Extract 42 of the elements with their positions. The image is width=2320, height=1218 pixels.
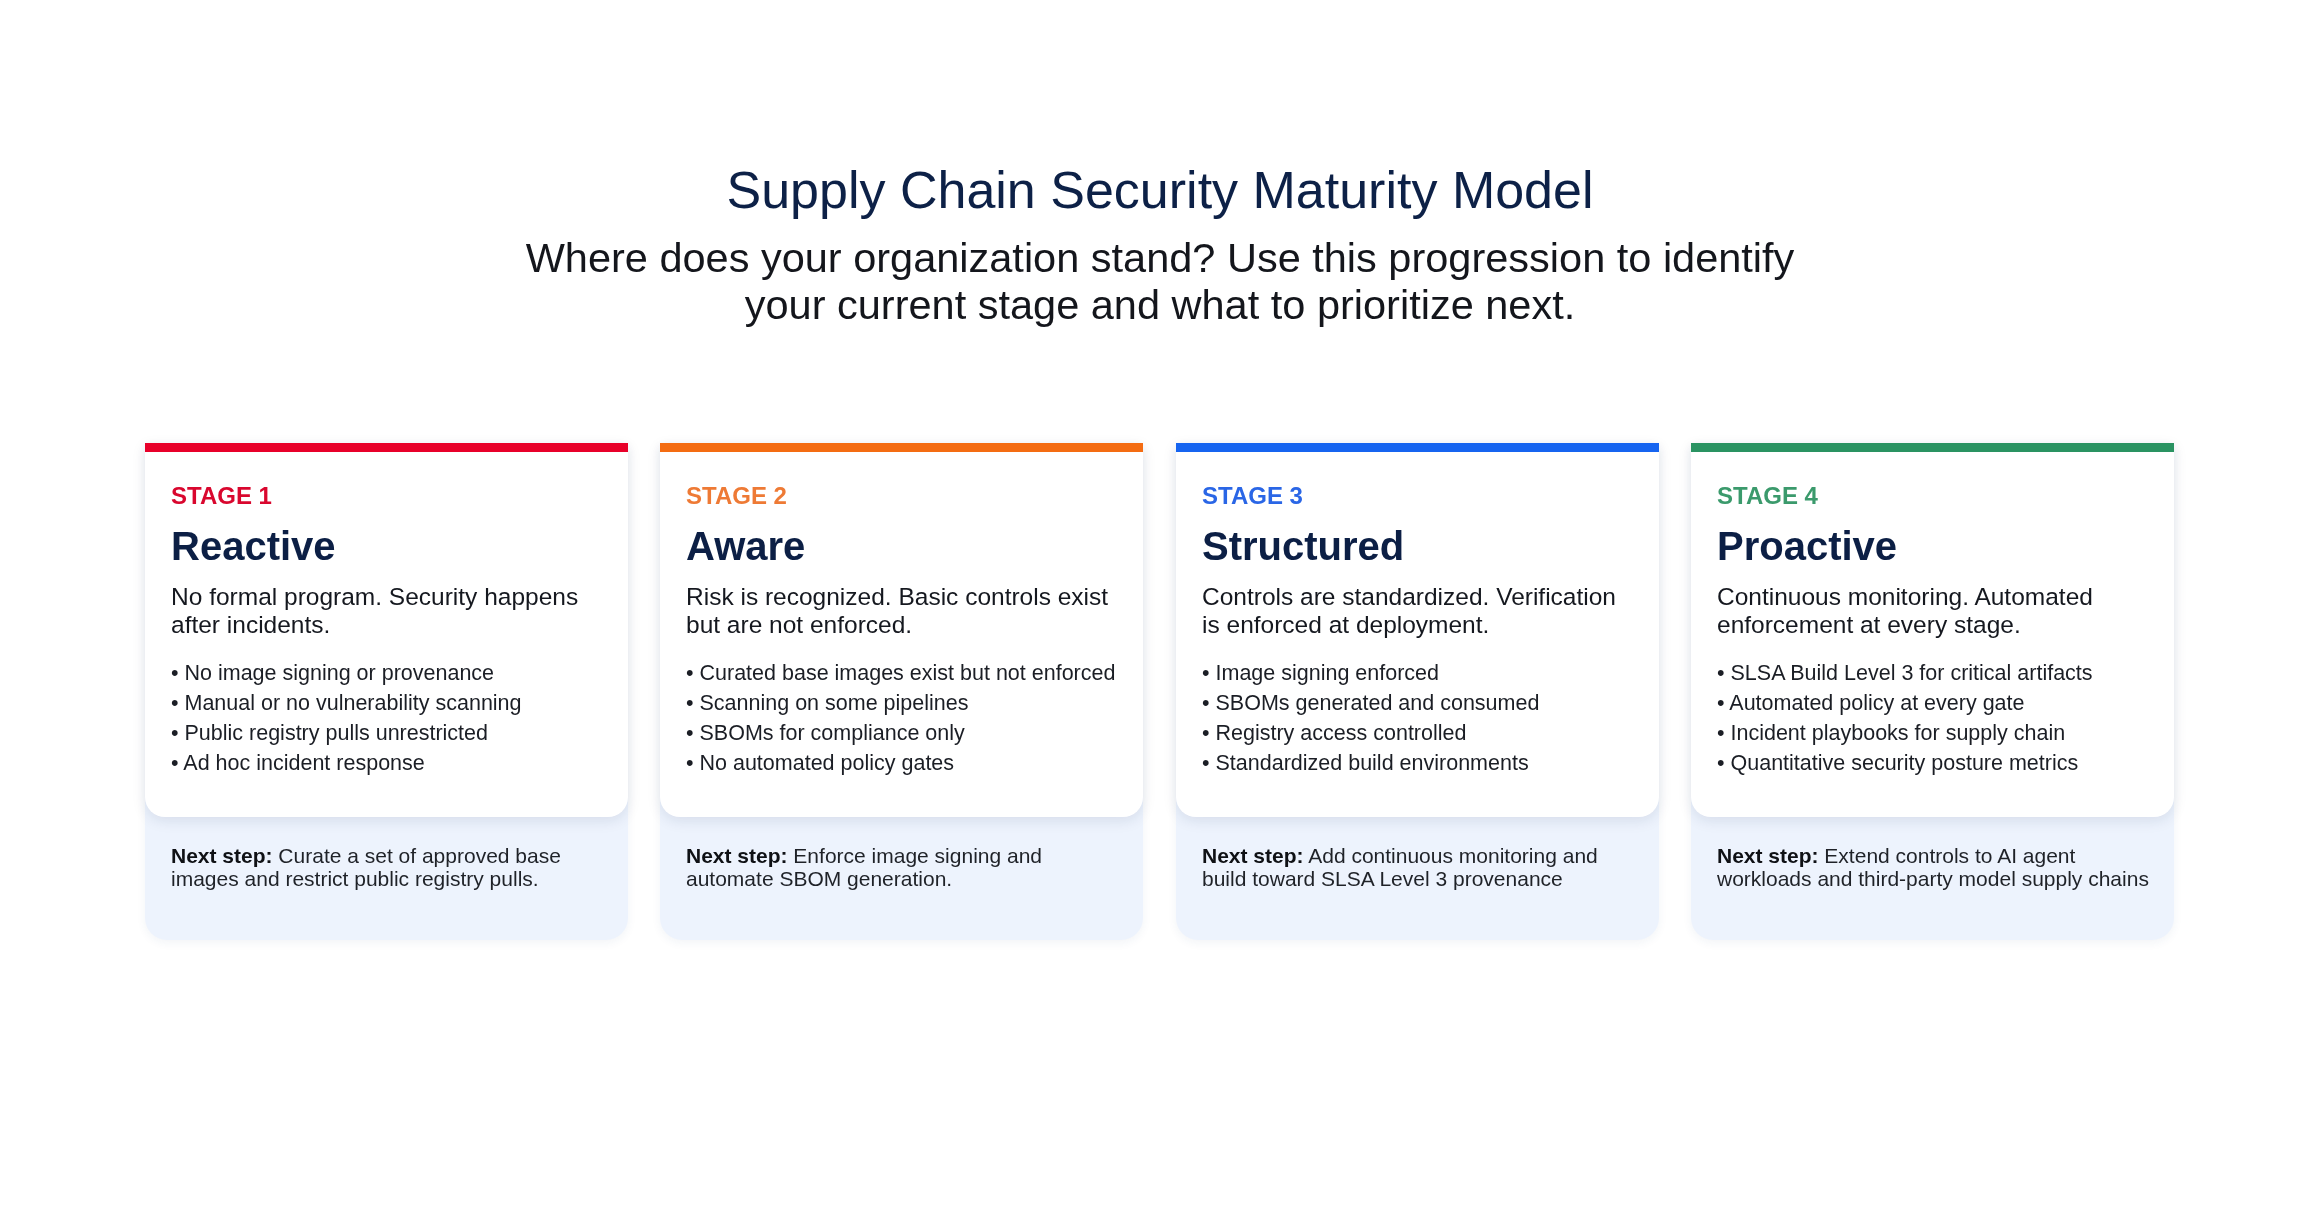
stage-description: Risk is recognized. Basic controls exist but are not enforced. xyxy=(686,583,1110,639)
bullet-item: • Ad hoc incident response xyxy=(171,750,426,777)
bullet-item: • SLSA Build Level 3 for critical artifacts xyxy=(1717,660,2094,687)
stage-heading: Reactive xyxy=(171,524,337,568)
bullet-item: • No image signing or provenance xyxy=(171,660,496,687)
bullet-item: • Registry access controlled xyxy=(1202,720,1468,747)
bullet-item: • SBOMs generated and consumed xyxy=(1202,690,1541,717)
stage-description: Controls are standardized. Verification is enforced at deployment. xyxy=(1202,583,1617,639)
bullet-item: • SBOMs for compliance only xyxy=(686,720,966,747)
stage-heading: Aware xyxy=(686,524,807,568)
bullet-item: • Incident playbooks for supply chain xyxy=(1717,720,2067,747)
bullet-item: • No automated policy gates xyxy=(686,750,956,777)
bullet-item: • Public registry pulls unrestricted xyxy=(171,720,489,747)
stage-heading: Proactive xyxy=(1717,524,1899,568)
stage-description: No formal program. Security happens after incidents. xyxy=(171,583,580,639)
next-step-text: Next step: Curate a set of approved base images and restrict public registry pulls. xyxy=(171,844,562,890)
stage-card xyxy=(1691,443,2174,817)
stage-label: STAGE 2 xyxy=(686,482,788,510)
subtitle: Where does your organization stand? Use this progression to identify your current stage and what to prioritize next. xyxy=(524,234,1796,328)
bullet-item: • Scanning on some pipelines xyxy=(686,690,970,717)
diagram-title: Supply Chain Security Maturity Model xyxy=(726,160,1594,220)
stage-card xyxy=(1176,443,1659,817)
stage-label: STAGE 1 xyxy=(171,482,273,510)
bullet-item: • Quantitative security posture metrics xyxy=(1717,750,2080,777)
stage-panel xyxy=(1691,443,2174,940)
bullet-item: • Standardized build environments xyxy=(1202,750,1530,777)
next-step-text: Next step: Add continuous monitoring and build toward SLSA Level 3 provenance xyxy=(1202,844,1599,890)
stage-panel xyxy=(660,443,1143,940)
bullet-item: • Curated base images exist but not enforced xyxy=(686,660,1117,687)
next-step-text: Next step: Extend controls to AI agent workloads and third-party model supply chains xyxy=(1717,844,2150,890)
stage-card xyxy=(145,443,628,817)
stage-label: STAGE 3 xyxy=(1202,482,1304,510)
stage-heading: Structured xyxy=(1202,524,1406,568)
stage-description: Continuous monitoring. Automated enforcement at every stage. xyxy=(1717,583,2094,639)
stage-panel xyxy=(1176,443,1659,940)
stage-label: STAGE 4 xyxy=(1717,482,1819,510)
bullet-item: • Automated policy at every gate xyxy=(1717,690,2026,717)
stage-panel xyxy=(145,443,628,940)
stage-card xyxy=(660,443,1143,817)
next-step-text: Next step: Enforce image signing and automate SBOM generation. xyxy=(686,844,1044,890)
bullet-item: • Image signing enforced xyxy=(1202,660,1440,687)
bullet-item: • Manual or no vulnerability scanning xyxy=(171,690,523,717)
